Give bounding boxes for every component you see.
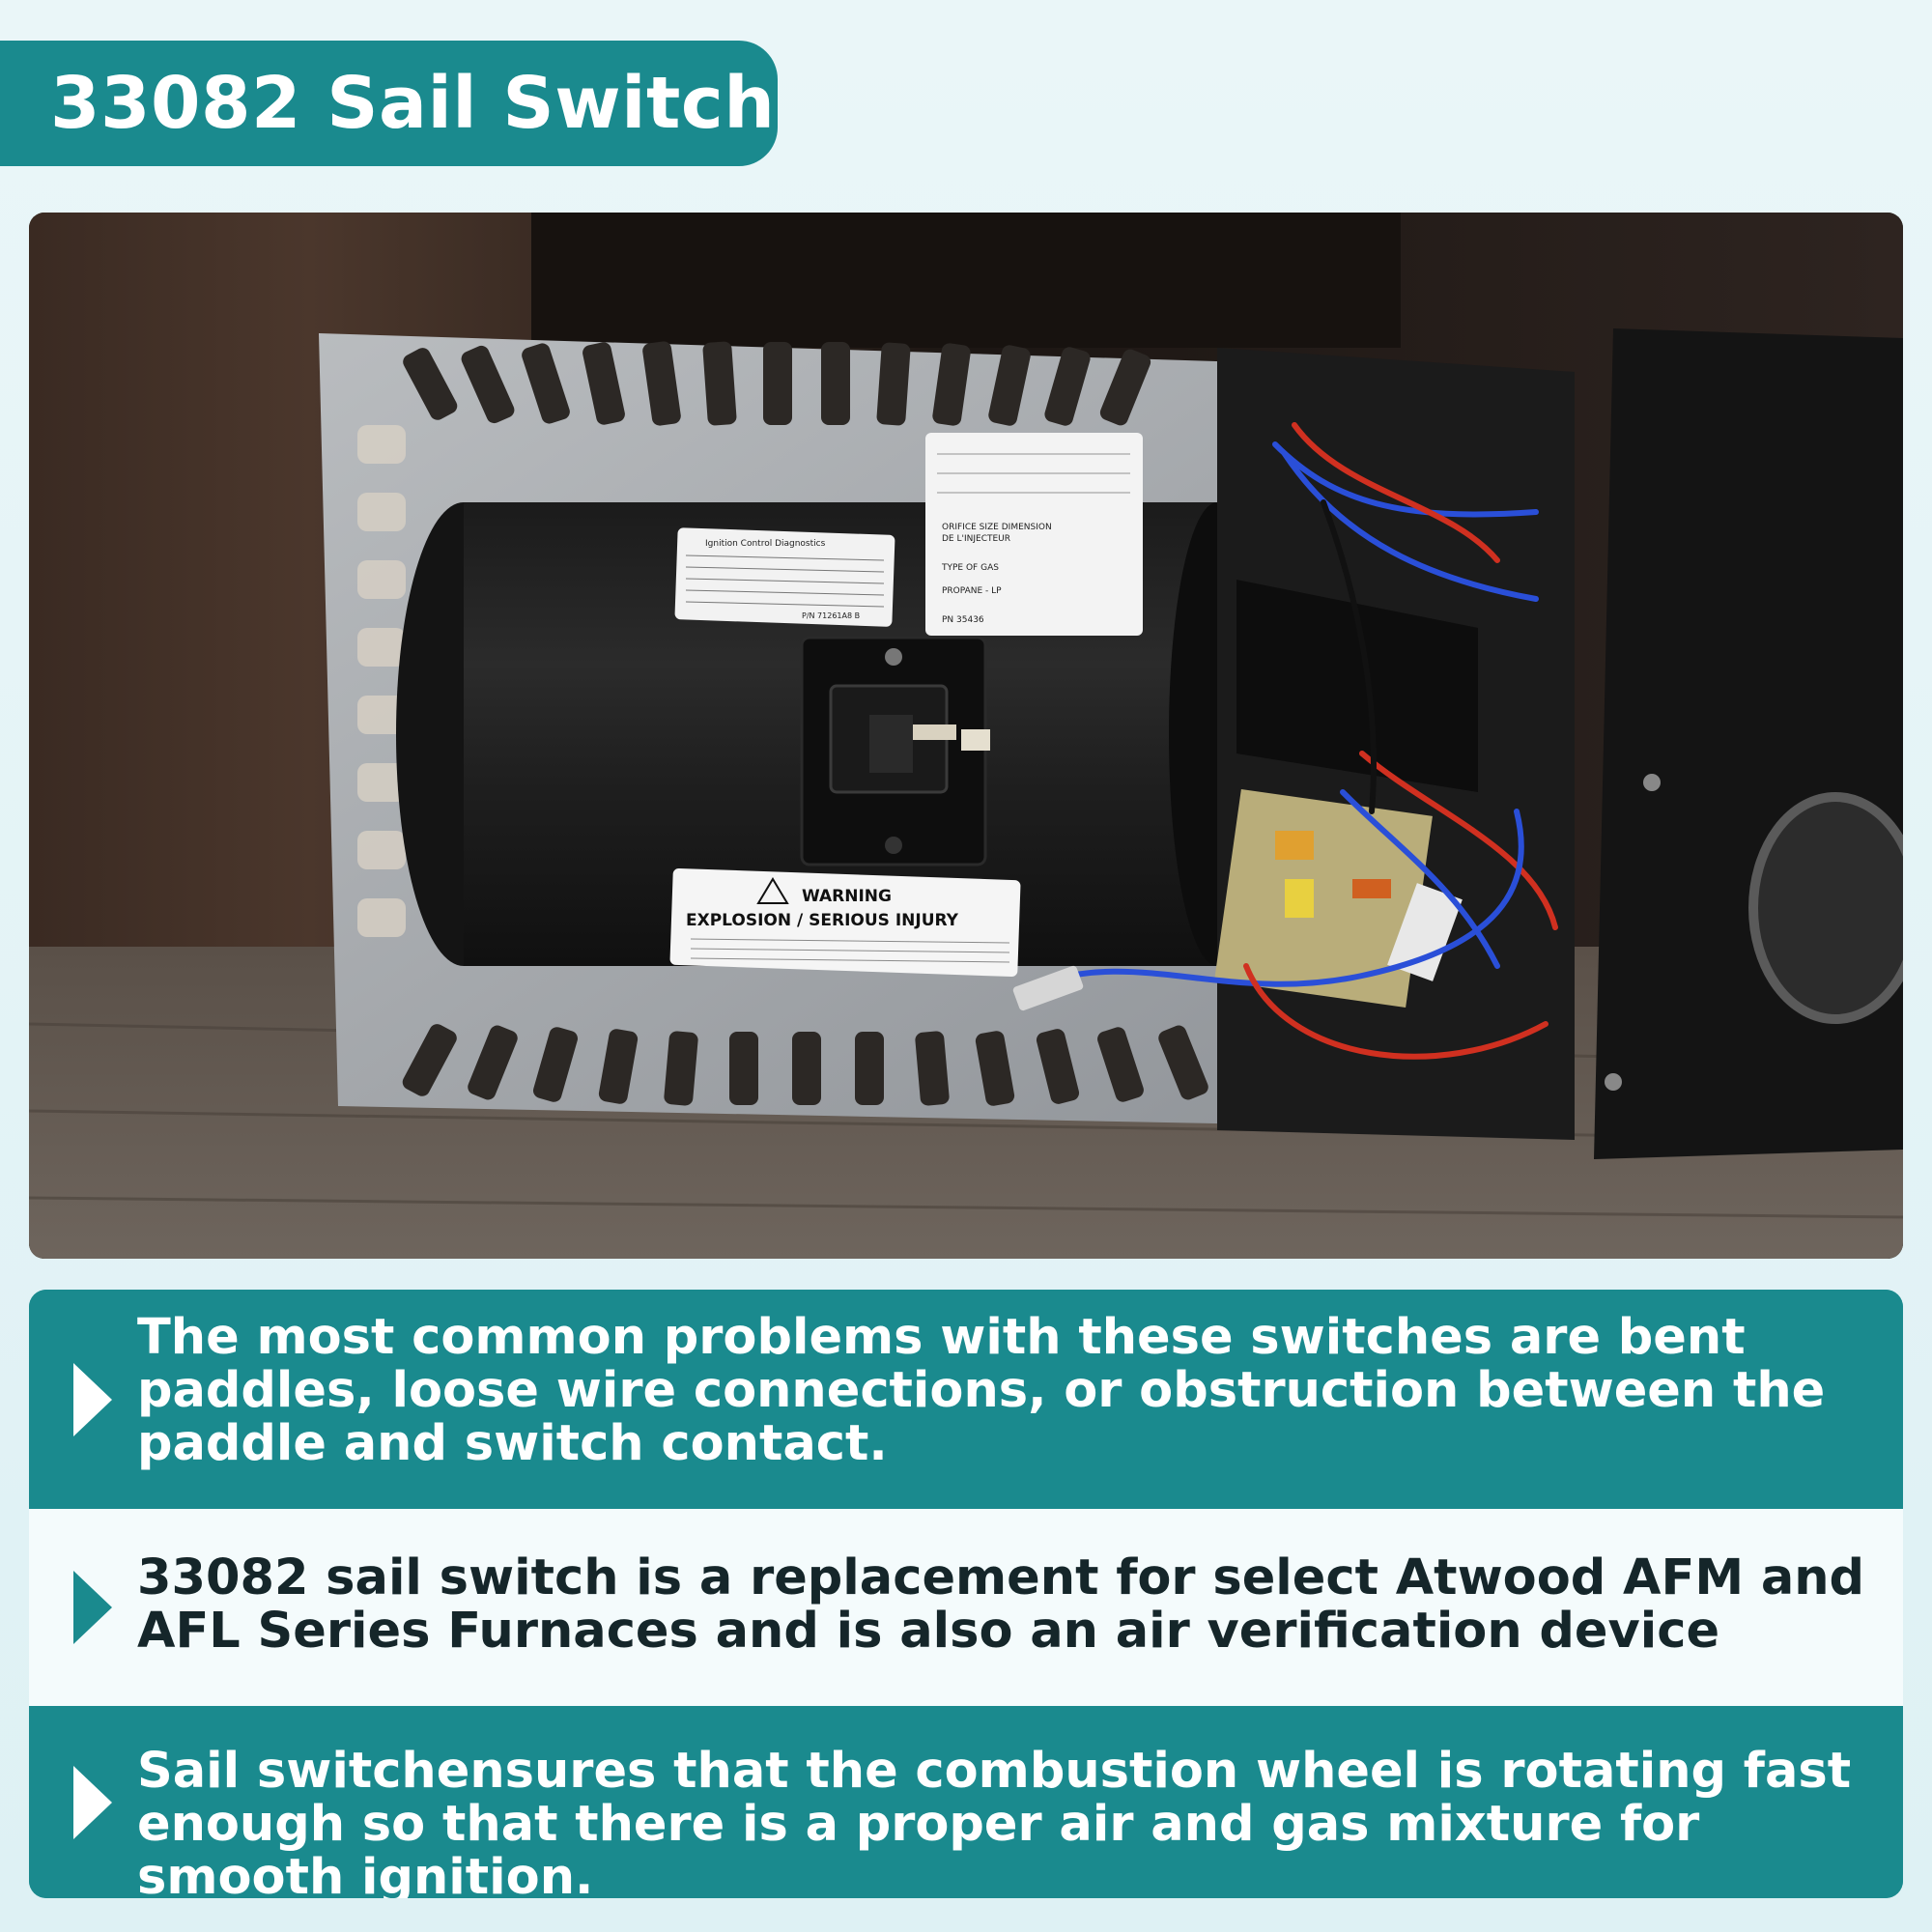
play-arrow-icon — [73, 1766, 112, 1839]
label-spec: ORIFICE SIZE DIMENSION DE L'INJECTEUR TY… — [925, 433, 1143, 636]
sail-switch-mount — [800, 636, 990, 867]
switch-terminal — [961, 729, 990, 751]
svg-text:EXPLOSION / SERIOUS INJURY: EXPLOSION / SERIOUS INJURY — [686, 911, 959, 930]
play-arrow-icon — [73, 1571, 112, 1644]
svg-text:DE L'INJECTEUR: DE L'INJECTEUR — [942, 534, 1010, 544]
svg-text:PN 35436: PN 35436 — [942, 615, 984, 625]
info-text: The most common problems with these swit… — [137, 1309, 1826, 1472]
wire-terminal — [1012, 965, 1084, 1011]
cage-top-slots — [403, 341, 1151, 426]
exhaust-port — [1748, 792, 1903, 1024]
svg-text:PROPANE - LP: PROPANE - LP — [942, 586, 1002, 596]
play-arrow-icon — [73, 1363, 112, 1436]
switch-terminal — [913, 724, 956, 740]
svg-text:TYPE OF GAS: TYPE OF GAS — [941, 563, 999, 573]
vent-housing — [1594, 328, 1903, 1159]
label-small: Ignition Control Diagnostics P/N 71261A8… — [674, 527, 895, 627]
info-item: 33082 sail switch is a replacement for s… — [29, 1509, 1903, 1706]
label-warning: WARNING EXPLOSION / SERIOUS INJURY — [669, 867, 1021, 978]
wiring — [1031, 422, 1558, 1060]
circuit-board — [1214, 789, 1433, 1008]
info-text: 33082 sail switch is a replacement for s… — [137, 1549, 1865, 1660]
svg-text:WARNING: WARNING — [802, 887, 892, 906]
control-compartment — [1214, 348, 1575, 1140]
svg-text:P/N 71261A8 B: P/N 71261A8 B — [802, 611, 860, 620]
title-banner: 33082 Sail Switch — [0, 41, 778, 166]
doorway-shadow — [531, 213, 1401, 348]
furnace-illustration: Ignition Control Diagnostics P/N 71261A8… — [29, 213, 1903, 1259]
info-panel: The most common problems with these swit… — [29, 1290, 1903, 1898]
product-photo: Ignition Control Diagnostics P/N 71261A8… — [29, 213, 1903, 1259]
svg-text:ORIFICE SIZE DIMENSION: ORIFICE SIZE DIMENSION — [942, 523, 1052, 532]
info-item: The most common problems with these swit… — [29, 1290, 1903, 1509]
cage-side-slots — [357, 425, 406, 937]
page-title: 33082 Sail Switch — [50, 62, 776, 145]
info-item: Sail switchensures that the combustion w… — [29, 1706, 1903, 1898]
info-text: Sail switchensures that the combustion w… — [137, 1743, 1852, 1898]
svg-text:Ignition Control Diagnostics: Ignition Control Diagnostics — [705, 539, 826, 549]
